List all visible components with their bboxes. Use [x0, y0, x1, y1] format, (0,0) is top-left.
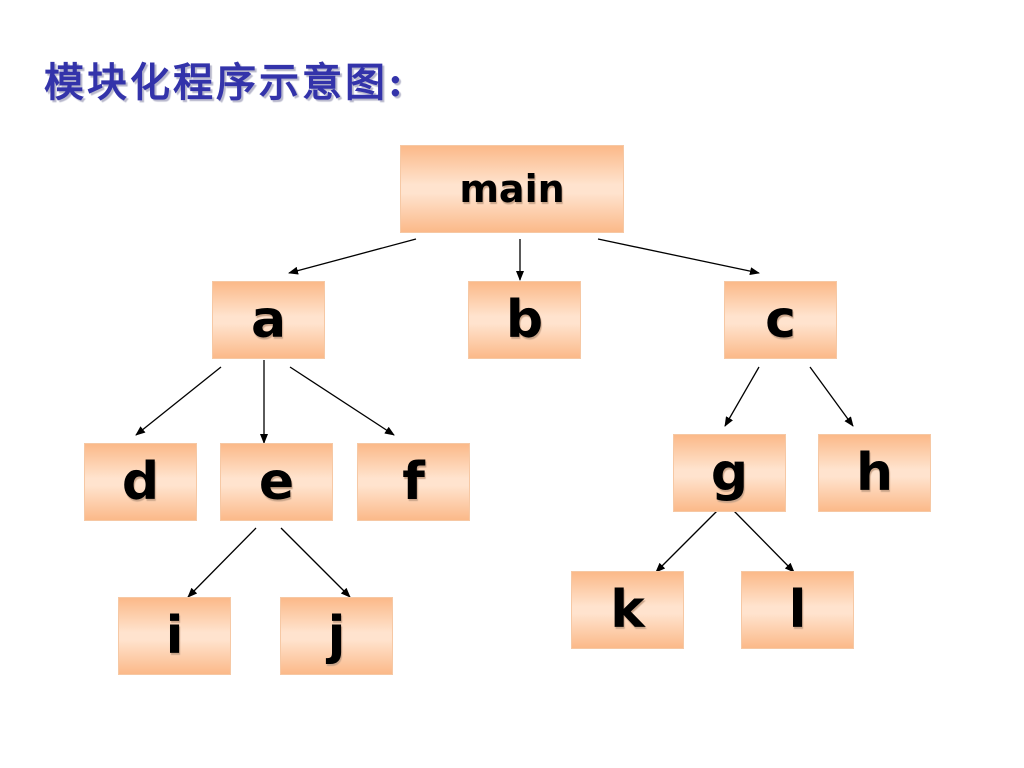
node-f: f	[357, 443, 470, 521]
slide-title: 模块化程序示意图:	[44, 59, 406, 106]
arrow-c-to-h	[809, 366, 854, 427]
node-label: k	[610, 580, 645, 640]
arrow-g-to-k	[655, 510, 718, 573]
node-label: main	[459, 167, 565, 211]
node-k: k	[571, 571, 684, 649]
arrow-e-to-i	[187, 527, 257, 598]
arrow-c-to-g	[724, 366, 760, 427]
node-i: i	[118, 597, 231, 675]
node-label: e	[258, 452, 295, 512]
arrow-main-to-a	[288, 238, 417, 275]
node-b: b	[468, 281, 581, 359]
node-j: j	[280, 597, 393, 675]
node-label: f	[402, 452, 425, 512]
node-c: c	[724, 281, 837, 359]
node-l: l	[741, 571, 854, 649]
node-label: j	[327, 606, 346, 666]
arrow-g-to-l	[733, 510, 795, 573]
node-label: h	[855, 443, 894, 503]
node-label: l	[788, 580, 807, 640]
node-h: h	[818, 434, 931, 512]
node-d: d	[84, 443, 197, 521]
node-label: a	[250, 290, 287, 350]
node-a: a	[212, 281, 325, 359]
arrow-a-to-d	[135, 366, 222, 436]
node-main: main	[400, 145, 624, 233]
arrow-e-to-j	[280, 527, 351, 598]
arrow-a-to-f	[289, 366, 395, 436]
node-label: g	[710, 443, 749, 503]
arrow-main-to-c	[597, 238, 760, 276]
node-label: b	[505, 290, 544, 350]
node-e: e	[220, 443, 333, 521]
node-label: d	[121, 452, 160, 512]
node-g: g	[673, 434, 786, 512]
node-label: c	[765, 290, 796, 350]
node-label: i	[165, 606, 184, 666]
